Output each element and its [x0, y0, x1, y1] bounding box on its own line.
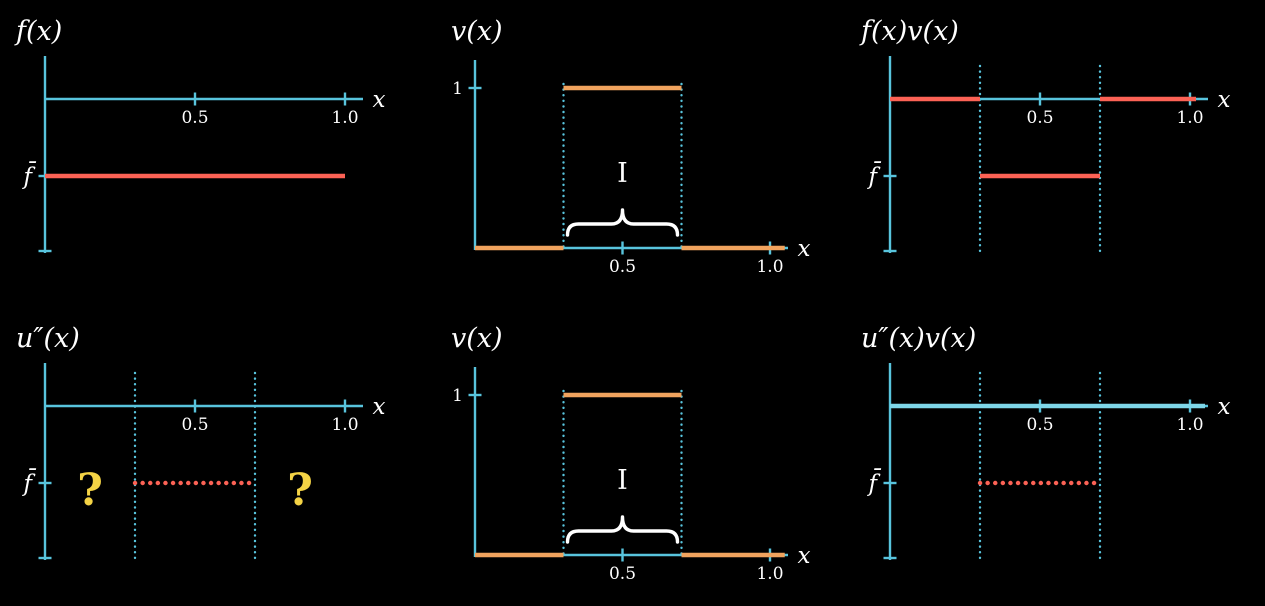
- chart-f: 0.5 1.0 f̄ x f(x): [14, 16, 386, 253]
- question-mark: ?: [77, 465, 103, 516]
- interval-label: I: [617, 465, 628, 496]
- x-tick-label: 1.0: [331, 415, 358, 435]
- chart-v-top: 0.5 1.0 1Ix v(x): [451, 16, 811, 277]
- x-tick-label: 1.0: [1176, 415, 1203, 435]
- panel-title: f(x): [14, 16, 62, 47]
- x-tick-label: 1.0: [331, 108, 358, 128]
- x-tick-label: 0.5: [609, 257, 636, 277]
- interval-label: I: [617, 158, 628, 189]
- panel-f-times-v: 0.5 1.0 f̄ x f(x)v(x): [845, 4, 1265, 299]
- question-mark: ?: [287, 465, 313, 516]
- x-tick-label: 0.5: [609, 564, 636, 584]
- x-tick-label: 0.5: [1026, 108, 1053, 128]
- x-tick-label: 1.0: [756, 257, 783, 277]
- y-tick-label-one: 1: [452, 386, 463, 406]
- x-axis-label: x: [373, 87, 386, 113]
- x-tick-label: 0.5: [181, 108, 208, 128]
- interval-brace: [565, 208, 680, 237]
- x-tick-label: 0.5: [1026, 415, 1053, 435]
- chart-fv: 0.5 1.0 f̄ x f(x)v(x): [859, 16, 1231, 258]
- panel-title: u″(x): [16, 323, 80, 354]
- chart-u-second: 0.5 1.0 f̄?? x u″(x): [16, 323, 386, 565]
- y-tick-label-one: 1: [452, 79, 463, 99]
- x-axis-label: x: [1218, 87, 1231, 113]
- panel-title: v(x): [451, 323, 503, 354]
- x-tick-label: 0.5: [181, 415, 208, 435]
- panel-u-double-prime: 0.5 1.0 f̄?? x u″(x): [0, 311, 430, 606]
- y-tick-label-fbar: f̄: [866, 162, 881, 190]
- x-axis-label: x: [798, 543, 811, 569]
- y-tick-label-fbar: f̄: [866, 469, 881, 497]
- x-axis-label: x: [798, 236, 811, 262]
- x-tick-label: 1.0: [1176, 108, 1203, 128]
- panel-title: v(x): [451, 16, 503, 47]
- x-axis-label: x: [1218, 394, 1231, 420]
- panel-title: u″(x)v(x): [861, 323, 976, 354]
- x-tick-label: 1.0: [756, 564, 783, 584]
- panel-f-of-x: 0.5 1.0 f̄ x f(x): [0, 4, 430, 299]
- chart-u-second-v: 0.5 1.0 f̄ x u″(x)v(x): [861, 323, 1231, 565]
- chart-v-bottom: 0.5 1.0 1Ix v(x): [451, 323, 811, 584]
- y-tick-label-fbar: f̄: [21, 162, 36, 190]
- x-axis-label: x: [373, 394, 386, 420]
- panel-title: f(x)v(x): [859, 16, 959, 47]
- panel-u-double-prime-times-v: 0.5 1.0 f̄ x u″(x)v(x): [845, 311, 1265, 606]
- y-tick-label-fbar: f̄: [21, 469, 36, 497]
- interval-brace: [565, 515, 680, 544]
